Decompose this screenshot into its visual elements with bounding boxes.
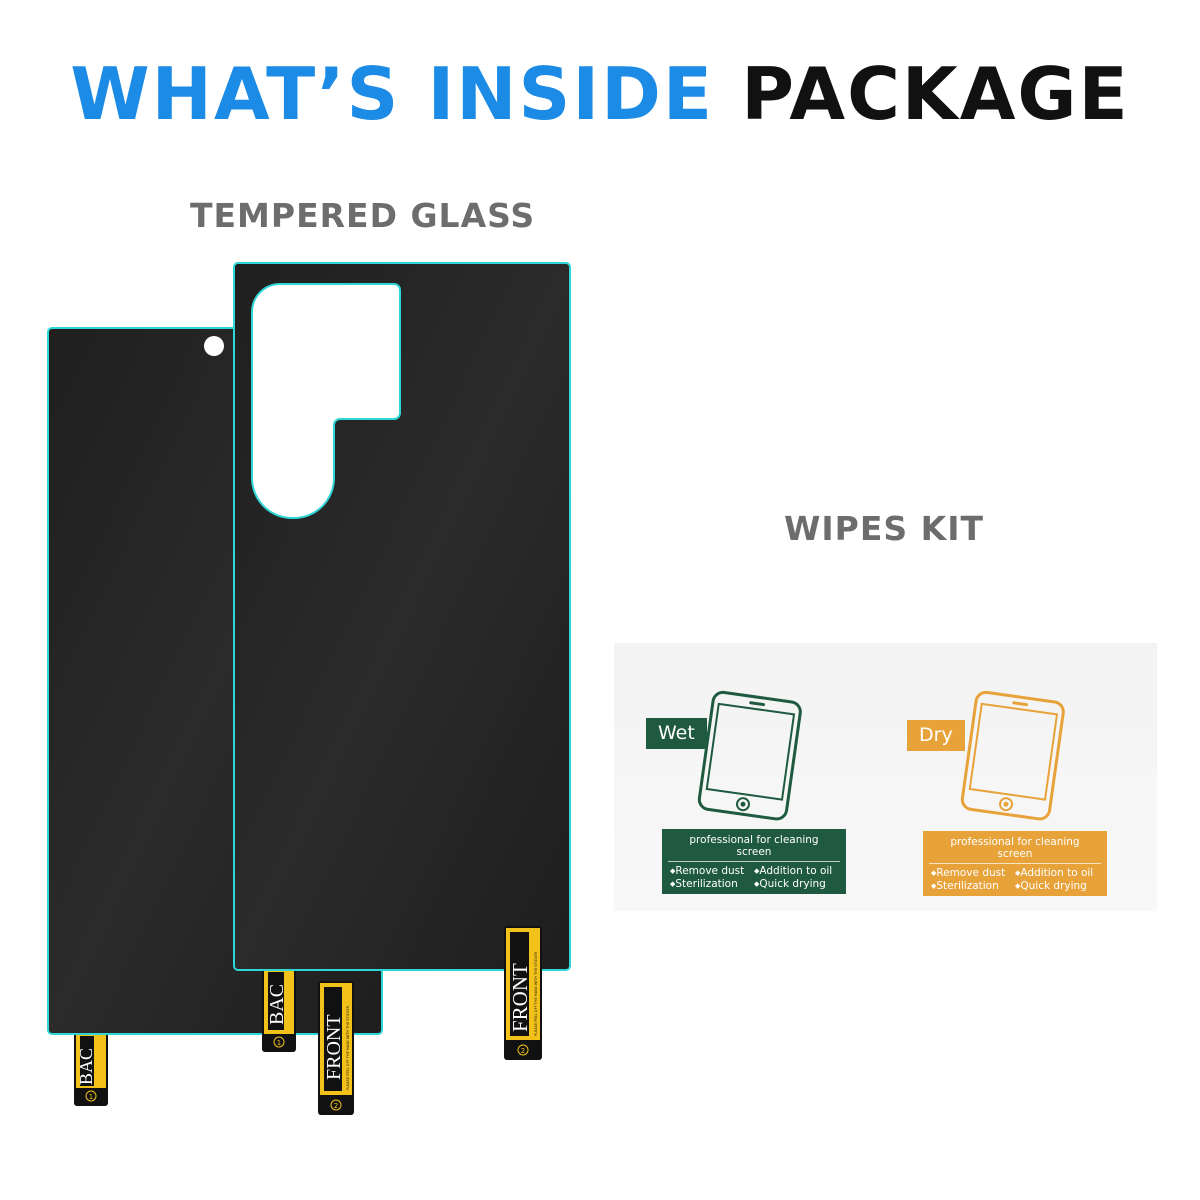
headline-part1: WHAT’S INSIDE xyxy=(70,52,715,136)
dry-card-title: professional for cleaning screen xyxy=(929,831,1101,864)
wet-feature: Sterilization xyxy=(670,878,754,890)
label-wipes-kit: WIPES KIT xyxy=(784,509,985,548)
sticker-back-center-num: 1 xyxy=(277,1039,281,1047)
sticker-front-left-fine: PLEASE PEEL OFF THE MASK WITH THE STICKE… xyxy=(346,1005,350,1090)
dry-tag: Dry xyxy=(907,720,965,751)
camera-hole xyxy=(204,336,224,356)
dry-wipe: Dry professional for cleaning screen Rem… xyxy=(885,643,1156,911)
phone-icon-dry xyxy=(960,690,1065,821)
sticker-back-left-text: BAC xyxy=(76,1048,96,1085)
sticker-front-right-fine: PLEASE PEEL OFF THE MASK WITH THE STICKE… xyxy=(534,951,538,1036)
wipes-kit-box: Wet professional for cleaning screen Rem… xyxy=(614,643,1157,911)
dry-feature: Remove dust xyxy=(931,867,1015,879)
sticker-front-right-num: 2 xyxy=(521,1047,525,1055)
headline-part2: PACKAGE xyxy=(741,52,1130,136)
wet-feature: Quick drying xyxy=(754,878,838,890)
back-panel-glass xyxy=(233,262,571,971)
wet-card-title: professional for cleaning screen xyxy=(668,829,840,862)
camera-cutout xyxy=(251,283,401,519)
dry-feature: Sterilization xyxy=(931,880,1015,892)
sticker-front-right: FRONT PLEASE PEEL OFF THE MASK WITH THE … xyxy=(504,926,542,1060)
sticker-front-left-text: FRONT xyxy=(323,1014,345,1080)
wet-feature: Addition to oil xyxy=(754,865,838,877)
sticker-front-right-text: FRONT xyxy=(508,963,532,1032)
dry-feature: Quick drying xyxy=(1015,880,1099,892)
wet-tag: Wet xyxy=(646,718,707,749)
dry-info-card: professional for cleaning screen Remove … xyxy=(923,831,1107,896)
wet-feature: Remove dust xyxy=(670,865,754,877)
dry-feature: Addition to oil xyxy=(1015,867,1099,879)
sticker-front-left: FRONT PLEASE PEEL OFF THE MASK WITH THE … xyxy=(318,981,354,1115)
wet-wipe: Wet professional for cleaning screen Rem… xyxy=(614,643,885,911)
sticker-back-left: BAC 1 xyxy=(74,1030,108,1106)
sticker-back-left-num: 1 xyxy=(89,1093,93,1101)
wet-info-card: professional for cleaning screen Remove … xyxy=(662,829,846,894)
phone-icon-wet xyxy=(697,690,802,821)
sticker-back-center: BAC 1 xyxy=(262,966,296,1052)
sticker-back-center-text: BAC xyxy=(266,984,288,1025)
label-tempered-glass: TEMPERED GLASS xyxy=(190,196,536,235)
headline: WHAT’S INSIDE PACKAGE xyxy=(0,52,1200,136)
sticker-front-left-num: 2 xyxy=(334,1102,338,1110)
